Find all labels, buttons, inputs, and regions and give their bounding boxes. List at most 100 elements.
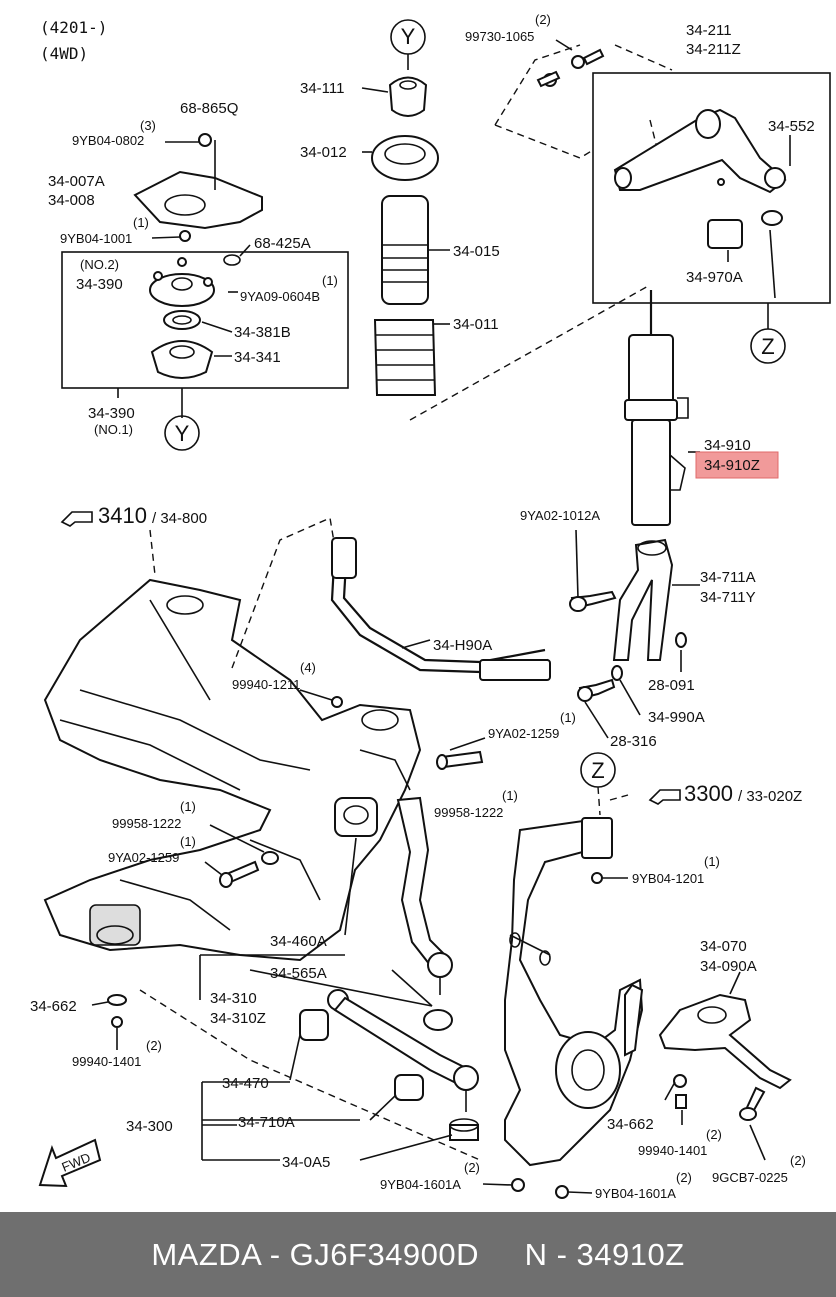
label-34-662a: 34-662 bbox=[30, 998, 77, 1015]
label-99958-1222b: 99958-1222 bbox=[112, 816, 181, 831]
label-q2c: (2) bbox=[706, 1127, 722, 1142]
label-28-091: 28-091 bbox=[648, 677, 695, 694]
spring-seat bbox=[371, 135, 439, 181]
label-34-008: 34-008 bbox=[48, 192, 95, 209]
label-34-711a: 34-711A bbox=[700, 569, 756, 586]
upper-arm-group bbox=[494, 39, 831, 304]
dust-boot bbox=[373, 319, 437, 396]
label-no1: (NO.1) bbox=[94, 422, 133, 437]
label-q1c: (1) bbox=[560, 710, 576, 725]
mount-bearing bbox=[150, 340, 214, 379]
label-9yb04-0802: 9YB04-0802 bbox=[72, 133, 144, 148]
callout-z-top-label: Z bbox=[761, 334, 774, 359]
label-34-990a: 34-990A bbox=[648, 709, 705, 726]
label-34-211: 34-211 bbox=[686, 22, 732, 39]
bump-stop-cap bbox=[388, 76, 428, 117]
ref-3300-sub: / 33-020Z bbox=[738, 788, 802, 805]
fork-bracket bbox=[569, 529, 700, 739]
callout-z-bottom-label: Z bbox=[591, 758, 604, 783]
label-28-316: 28-316 bbox=[610, 733, 657, 750]
label-34-015: 34-015 bbox=[453, 243, 500, 260]
strut-upper-stack bbox=[361, 54, 450, 396]
callout-y-top-label: Y bbox=[401, 24, 416, 49]
label-34-381b: 34-381B bbox=[234, 324, 291, 341]
mount-box bbox=[61, 251, 349, 389]
subframe bbox=[43, 516, 481, 1161]
leader-lines bbox=[91, 877, 628, 1194]
ref-3410[interactable]: 3410 / 34-800 bbox=[60, 503, 207, 528]
label-34-711y: 34-711Y bbox=[700, 589, 756, 606]
callout-y-top: Y bbox=[390, 19, 426, 55]
label-9yb04-1601a-a: 9YB04-1601A bbox=[380, 1177, 461, 1192]
lower-front-arm bbox=[334, 796, 453, 1031]
callout-z-bottom: Z bbox=[580, 752, 616, 816]
label-99940-1401b: 99940-1401 bbox=[638, 1143, 707, 1158]
label-34-470: 34-470 bbox=[222, 1075, 269, 1092]
steering-knuckle bbox=[504, 794, 644, 1167]
shock-absorber bbox=[624, 290, 700, 526]
label-9yb04-1201: 9YB04-1201 bbox=[632, 871, 704, 886]
label-9ya02-1259a: 9YA02-1259 bbox=[488, 726, 559, 741]
ref-3300[interactable]: 3300 / 33-020Z bbox=[648, 781, 802, 806]
parts-diagram: (4201-) (4WD) Y bbox=[30, 12, 831, 1201]
callout-y-bottom: Y bbox=[164, 415, 200, 451]
center-bolts bbox=[204, 737, 486, 888]
label-q1g: (1) bbox=[704, 854, 720, 869]
label-q1a: (1) bbox=[133, 215, 149, 230]
label-9yb04-1001: 9YB04-1001 bbox=[60, 231, 132, 246]
label-q1d: (1) bbox=[502, 788, 518, 803]
label-34-090a: 34-090A bbox=[700, 958, 757, 975]
label-34-111: 34-111 bbox=[300, 80, 344, 97]
label-34-h90a: 34-H90A bbox=[433, 637, 492, 654]
label-99940-1401a: 99940-1401 bbox=[72, 1054, 141, 1069]
label-34-970a: 34-970A bbox=[686, 269, 743, 286]
label-34-310: 34-310 bbox=[210, 990, 257, 1007]
label-34-070: 34-070 bbox=[700, 938, 747, 955]
label-9yb04-1601a-b: 9YB04-1601A bbox=[595, 1186, 676, 1201]
label-34-310z: 34-310Z bbox=[210, 1010, 266, 1027]
label-34-341: 34-341 bbox=[234, 349, 281, 366]
footer-bar: MAZDA - GJ6F34900D N - 34910Z bbox=[0, 1212, 836, 1297]
label-no2: (NO.2) bbox=[80, 257, 119, 272]
label-34-011: 34-011 bbox=[453, 316, 499, 333]
label-34-390b: 34-390 bbox=[88, 405, 135, 422]
label-q2d: (2) bbox=[790, 1153, 806, 1168]
lower-rear-arm bbox=[107, 989, 479, 1161]
callout-z-top: Z bbox=[750, 303, 786, 364]
label-q1f: (1) bbox=[180, 834, 196, 849]
ref-3410-label: 3410 bbox=[98, 503, 147, 528]
label-q2a: (2) bbox=[535, 12, 551, 27]
label-34-460a: 34-460A bbox=[270, 933, 327, 950]
upper-bushing bbox=[707, 219, 743, 249]
bump-stop bbox=[381, 195, 429, 305]
label-9ya02-1012a: 9YA02-1012A bbox=[520, 508, 600, 523]
label-68-425a: 68-425A bbox=[254, 235, 311, 252]
label-99940-1211: 99940-1211 bbox=[232, 677, 300, 692]
label-q2b: (2) bbox=[146, 1038, 162, 1053]
footer-part-number: MAZDA - GJ6F34900D N - 34910Z bbox=[151, 1236, 685, 1272]
callout-y-bottom-label: Y bbox=[175, 421, 190, 446]
label-99958-1222a: 99958-1222 bbox=[434, 805, 503, 820]
label-34-300: 34-300 bbox=[126, 1118, 173, 1135]
label-34-565a: 34-565A bbox=[270, 965, 327, 982]
label-34-007a: 34-007A bbox=[48, 173, 105, 190]
label-9ya02-1259b: 9YA02-1259 bbox=[108, 850, 179, 865]
label-q3a: (3) bbox=[140, 118, 156, 133]
label-34-910: 34-910 bbox=[704, 437, 751, 454]
stabilizer-bar bbox=[299, 537, 551, 708]
label-34-211z: 34-211Z bbox=[686, 41, 741, 58]
header-drive: (4WD) bbox=[40, 44, 88, 63]
label-34-012: 34-012 bbox=[300, 144, 347, 161]
label-q1b: (1) bbox=[322, 273, 338, 288]
label-34-0a5: 34-0A5 bbox=[282, 1154, 330, 1171]
top-mount-group bbox=[61, 133, 349, 418]
header-code: (4201-) bbox=[40, 18, 107, 37]
fwd-arrow: FWD bbox=[38, 1138, 102, 1188]
label-99730-1065: 99730-1065 bbox=[465, 29, 534, 44]
highlight-box bbox=[695, 451, 779, 479]
label-9gcb7-0225: 9GCB7-0225 bbox=[712, 1170, 788, 1185]
label-34-390a: 34-390 bbox=[76, 276, 123, 293]
upper-ball-joint bbox=[764, 167, 786, 189]
label-q1e: (1) bbox=[180, 799, 196, 814]
label-q4: (4) bbox=[300, 660, 316, 675]
